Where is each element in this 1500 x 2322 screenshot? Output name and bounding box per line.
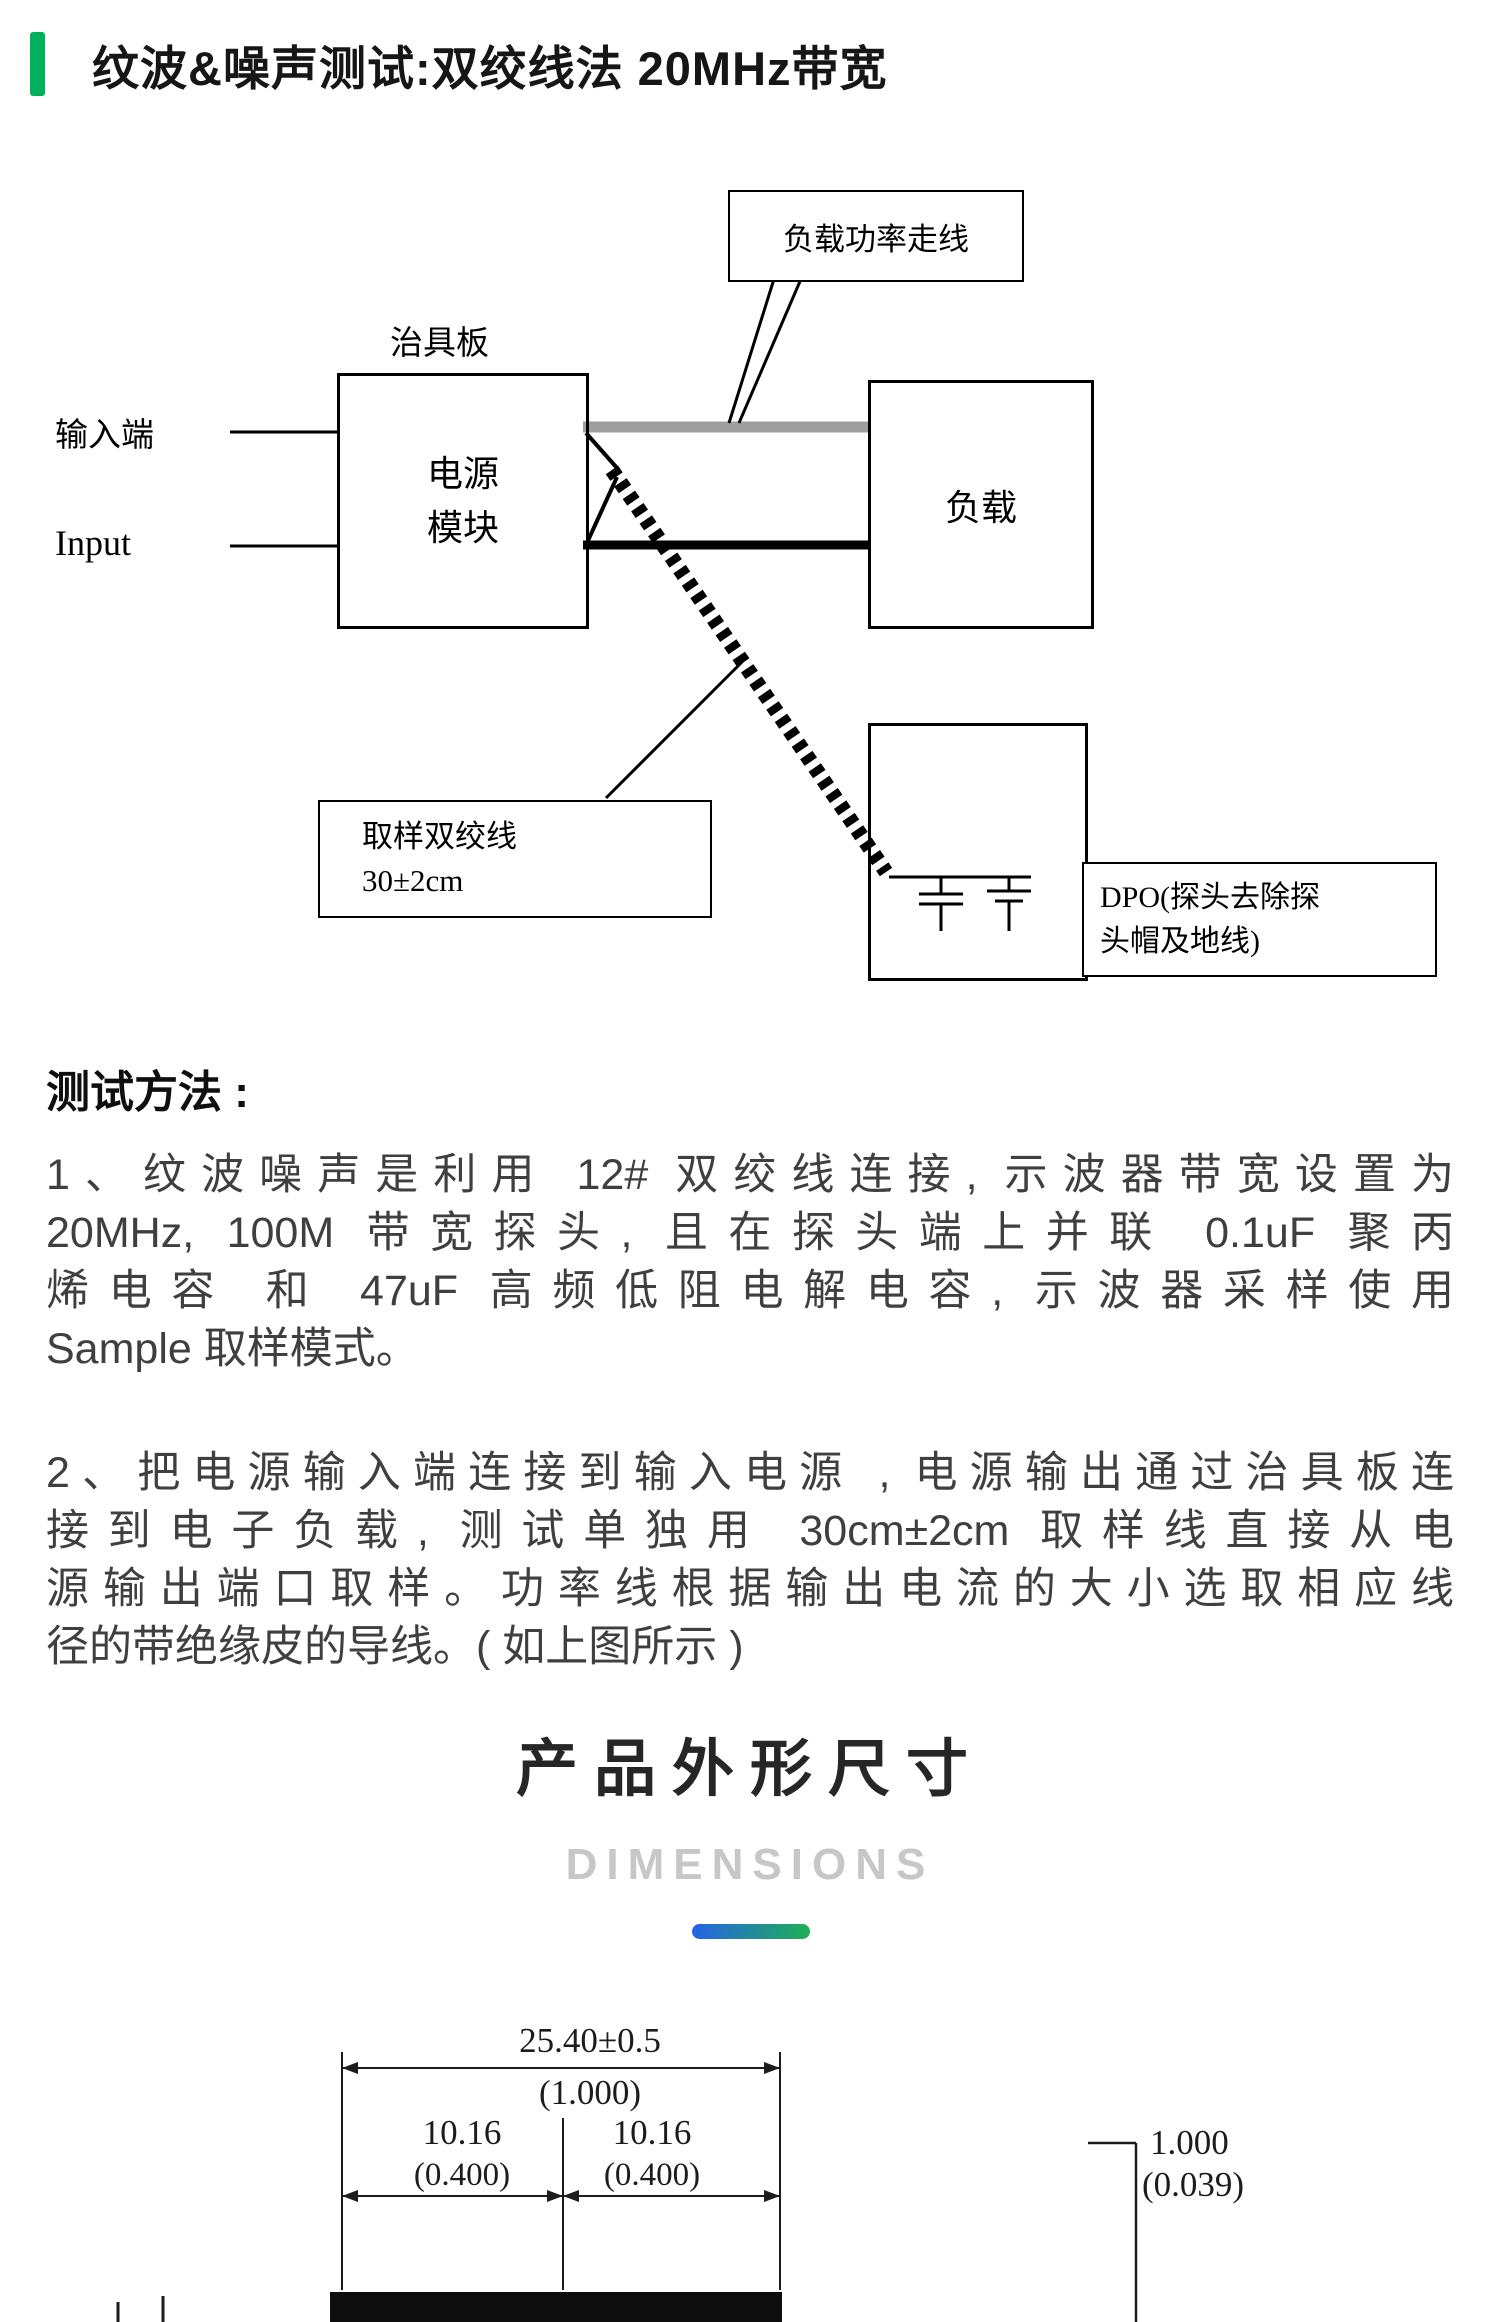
power-module-line2: 模块 xyxy=(426,508,499,548)
paragraph-line: 烯电容 和 47uF 高频低阻电解电容, 示波器采样使用 xyxy=(46,1267,1454,1315)
dim-pitch-left-mm: 10.16 xyxy=(422,2113,502,2152)
load-box: 负载 xyxy=(868,380,1094,629)
sample-wire-line1: 取样双绞线 xyxy=(362,819,517,854)
dim-pitch-left-inch: (0.400) xyxy=(413,2157,511,2193)
paragraph-line: 1、纹波噪声是利用 12# 双绞线连接, 示波器带宽设置为 xyxy=(46,1151,1454,1199)
dpo-probe-label: DPO(探头去除探 头帽及地线) xyxy=(1082,862,1437,977)
dpo-label-line2: 头帽及地线) xyxy=(1100,924,1260,958)
power-module-line1: 电源 xyxy=(426,454,499,494)
power-wires xyxy=(583,421,870,550)
method-paragraph-2: 2、把电源输入端连接到输入电源 , 电源输出通过治具板连 接到电子负载, 测试单… xyxy=(46,1444,1454,1676)
input-label-en: Input xyxy=(55,523,131,563)
dimensions-title-en: DIMENSIONS xyxy=(565,1840,935,1889)
load-label: 负载 xyxy=(944,487,1017,528)
paragraph-line: 接到电子负载, 测试单独用 30cm±2cm 取样线直接从电 xyxy=(46,1507,1454,1555)
dpo-scope-box xyxy=(868,723,1088,981)
leader-lines xyxy=(604,278,803,800)
load-power-trace-label: 负载功率走线 xyxy=(728,190,1024,282)
title-accent-bar xyxy=(30,32,45,96)
probe-capacitor-icon xyxy=(889,875,1031,931)
dim-pitch-right-inch: (0.400) xyxy=(603,2157,701,2193)
input-wires xyxy=(230,430,337,548)
sample-wire-line2: 30±2cm xyxy=(362,863,464,898)
fixture-board-label: 治具板 xyxy=(390,326,489,362)
section-underline xyxy=(692,1924,810,1939)
paragraph-line: Sample 取样模式。 xyxy=(46,1325,419,1373)
paragraph-line: 20MHz, 100M 带宽探头, 且在探头端上并联 0.1uF 聚丙 xyxy=(46,1209,1454,1257)
load-power-trace-text: 负载功率走线 xyxy=(783,221,969,257)
dim-top-inch: (1.000) xyxy=(538,2073,642,2112)
page-title: 纹波&噪声测试:双绞线法 20MHz带宽 xyxy=(92,42,888,95)
package-outline xyxy=(330,2292,782,2322)
paragraph-line: 2、把电源输入端连接到输入电源 , 电源输出通过治具板连 xyxy=(46,1449,1454,1497)
dpo-label-line1: DPO(探头去除探 xyxy=(1100,880,1321,914)
paragraph-line: 源输出端口取样。功率线根据输出电流的大小选取相应线 xyxy=(46,1565,1454,1613)
dim-side-inch: (0.039) xyxy=(1142,2165,1245,2204)
method-heading: 测试方法 : xyxy=(46,1068,249,1117)
sample-twisted-pair-label: 取样双绞线 30±2cm xyxy=(318,800,712,918)
dim-top-mm: 25.40±0.5 xyxy=(519,2021,661,2060)
dim-side-mm: 1.000 xyxy=(1150,2123,1229,2162)
input-label-cn: 输入端 xyxy=(55,418,154,454)
power-module-box: 电源 模块 xyxy=(337,373,589,629)
paragraph-line: 径的带绝缘皮的导线。( 如上图所示 ) xyxy=(46,1623,744,1671)
method-paragraph-1: 1、纹波噪声是利用 12# 双绞线连接, 示波器带宽设置为 20MHz, 100… xyxy=(46,1146,1454,1378)
dimensions-title-cn: 产品外形尺寸 xyxy=(515,1735,984,1804)
dim-pitch-right-mm: 10.16 xyxy=(612,2113,692,2152)
